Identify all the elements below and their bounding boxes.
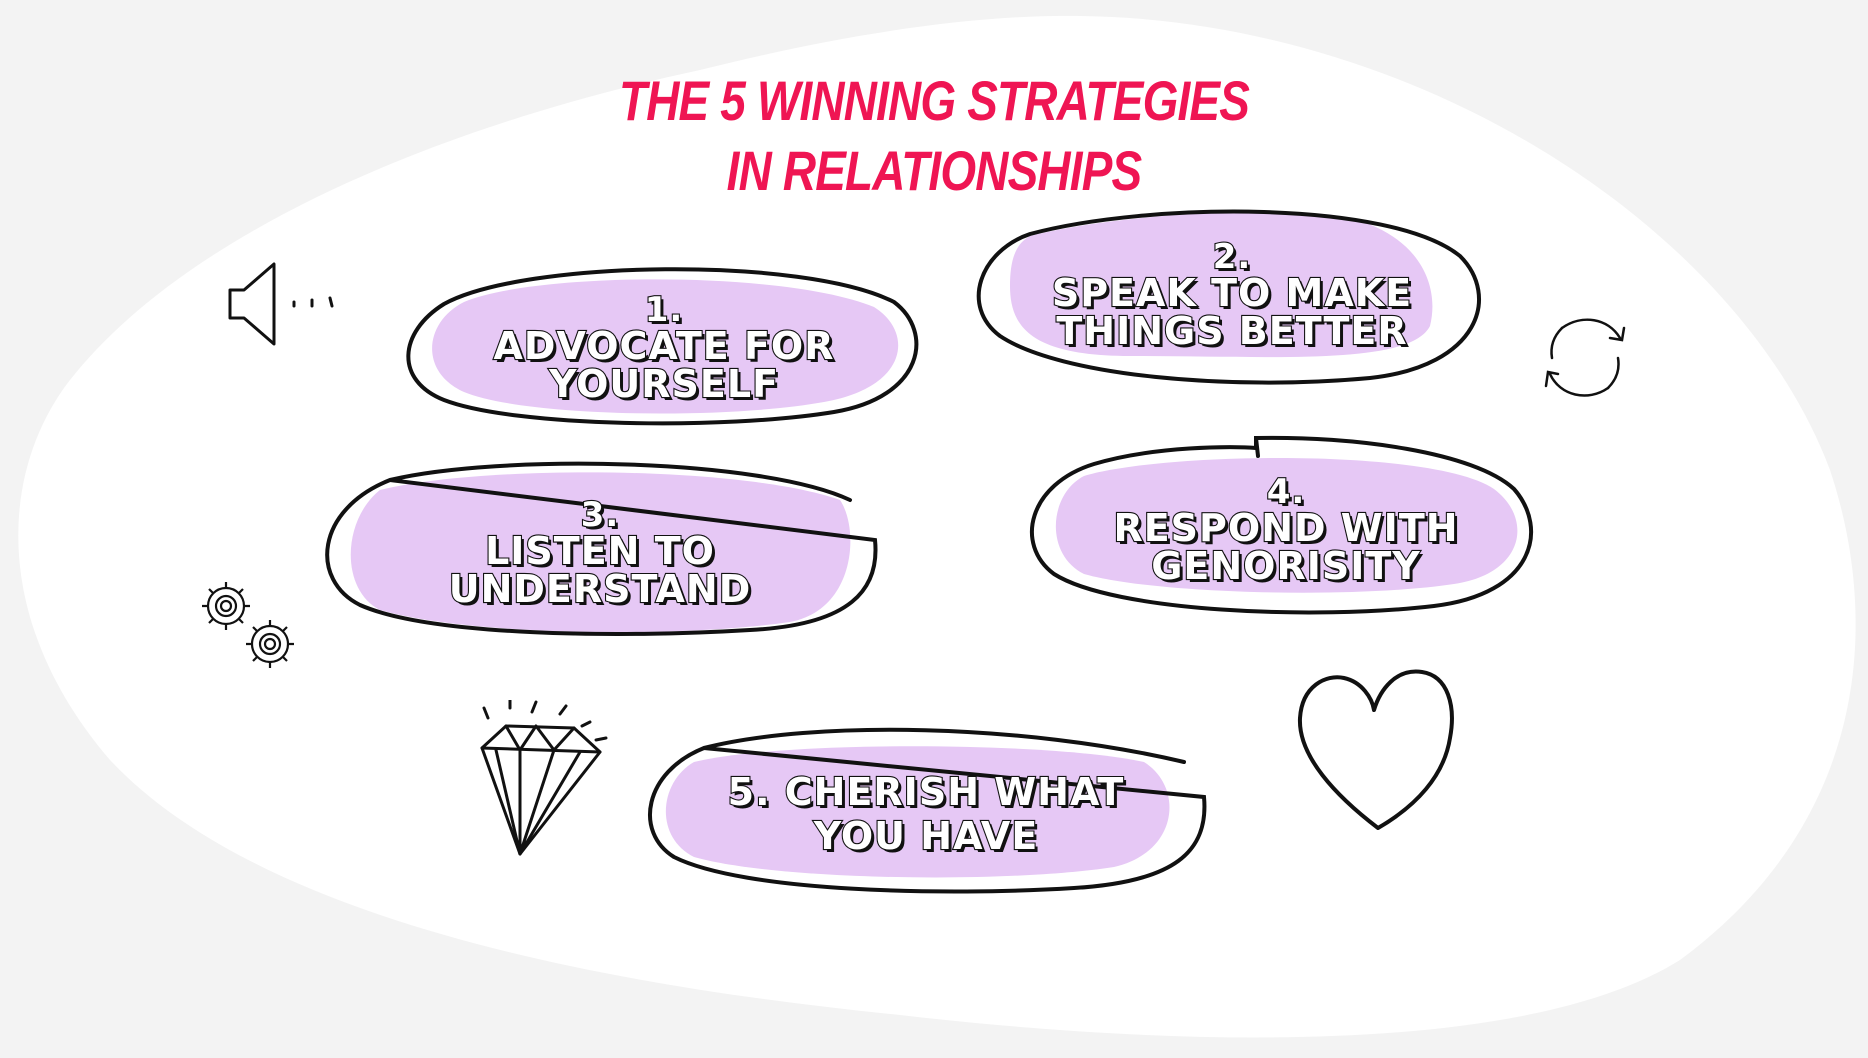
strategy-label: Respond with genorisity [1112,506,1459,588]
strategy-number: 4. [1266,472,1306,512]
strategy-label: Speak to make things better [1051,271,1413,353]
strategy-number: 1. [644,290,684,330]
strategy-label: Listen to understand [448,529,752,611]
strategy-bubble-1: 1. Advocate for yourself [404,262,924,426]
page-title: The 5 Winning Strategies in Relationship… [524,66,1344,206]
strategy-bubble-5: 5. Cherish what you have [644,722,1208,894]
bubble-shape [406,267,919,426]
strategy-number: 3. [580,495,620,535]
speaker-icon [228,262,334,346]
strategy-number: 2. [1212,237,1252,277]
title-line-2: in Relationships [726,139,1142,202]
strategy-bubble-3: 3. Listen to understand [320,460,880,638]
refresh-icon [1544,318,1626,397]
gears-icon [202,582,294,668]
bubble-shape [325,461,878,636]
diamond-icon [480,700,608,856]
bubble-shape [648,727,1207,894]
strategy-bubble-2: 2. Speak to make things better [970,206,1494,385]
bubble-shape [1029,435,1534,615]
heart-icon [1297,669,1454,830]
strategy-label: 5. Cherish what you have [727,769,1125,859]
strategy-bubble-4: 4. Respond with genorisity [1029,434,1538,618]
strategy-label: Advocate for yourself [492,324,835,406]
title-line-1: The 5 Winning Strategies [618,69,1250,132]
bubble-shape [976,209,1482,385]
